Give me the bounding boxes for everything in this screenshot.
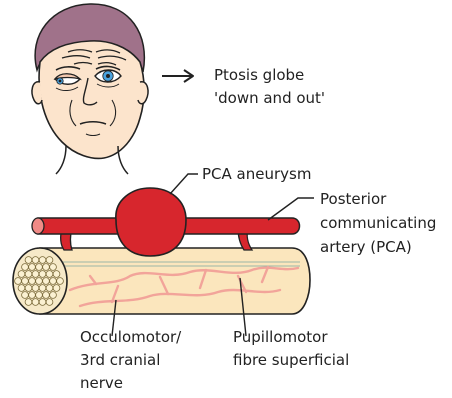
ptosis-label-line2: 'down and out' [214, 89, 325, 107]
right-arrow-icon [162, 70, 193, 82]
pcomm-label-line1: Posterior [320, 190, 387, 208]
ptosis-label-line1: Ptosis globe [214, 66, 304, 84]
fascicle [36, 292, 43, 299]
fascicle [25, 257, 32, 264]
oculomotor-nerve [13, 248, 310, 314]
pca-aneurysm-label: PCA aneurysm [202, 165, 311, 183]
leader-pcomm [268, 198, 314, 220]
fascicle [50, 292, 57, 299]
fascicle [25, 271, 32, 278]
fascicle [32, 257, 39, 264]
fascicle [43, 264, 50, 271]
fascicle [18, 285, 25, 292]
fascicle [15, 278, 22, 285]
fascicle [22, 264, 29, 271]
fascicle [25, 285, 32, 292]
nerve-label-line1: Occulomotor/ [80, 328, 182, 346]
pcomm-label-line2: communicating [320, 214, 436, 232]
pca-aneurysm [116, 188, 186, 256]
fascicle [39, 285, 46, 292]
fascicle [53, 271, 60, 278]
fascicle [53, 285, 60, 292]
fascicle [25, 299, 32, 306]
pupillomotor-label-line1: Pupillomotor [233, 328, 328, 346]
pcomm-label-line3: artery (PCA) [320, 238, 412, 256]
fascicle [22, 292, 29, 299]
artery-open-end [32, 218, 44, 234]
fascicle [22, 278, 29, 285]
nerve-label-line3: nerve [80, 374, 123, 392]
fascicle [18, 271, 25, 278]
leader-aneurysm [170, 174, 198, 194]
posterior-communicating-artery [32, 188, 300, 256]
fascicle [36, 278, 43, 285]
fascicle [36, 264, 43, 271]
face [39, 41, 144, 159]
fascicle [46, 257, 53, 264]
fascicle [46, 299, 53, 306]
fascicle [39, 299, 46, 306]
fascicle [50, 264, 57, 271]
fascicle [39, 271, 46, 278]
pupillomotor-label-line2: fibre superficial [233, 351, 349, 369]
patient-face-icon [32, 4, 148, 174]
fascicle [43, 278, 50, 285]
fascicle [32, 271, 39, 278]
fascicle [43, 292, 50, 299]
fascicle [57, 278, 64, 285]
nerve-label-line2: 3rd cranial [80, 351, 160, 369]
fascicle [46, 271, 53, 278]
fascicle [29, 264, 36, 271]
neck-left [56, 146, 66, 174]
fascicle [32, 299, 39, 306]
fascicle [50, 278, 57, 285]
fascicle [46, 285, 53, 292]
fascicle [32, 285, 39, 292]
fascicle [39, 257, 46, 264]
fascicle [29, 278, 36, 285]
fascicle [29, 292, 36, 299]
